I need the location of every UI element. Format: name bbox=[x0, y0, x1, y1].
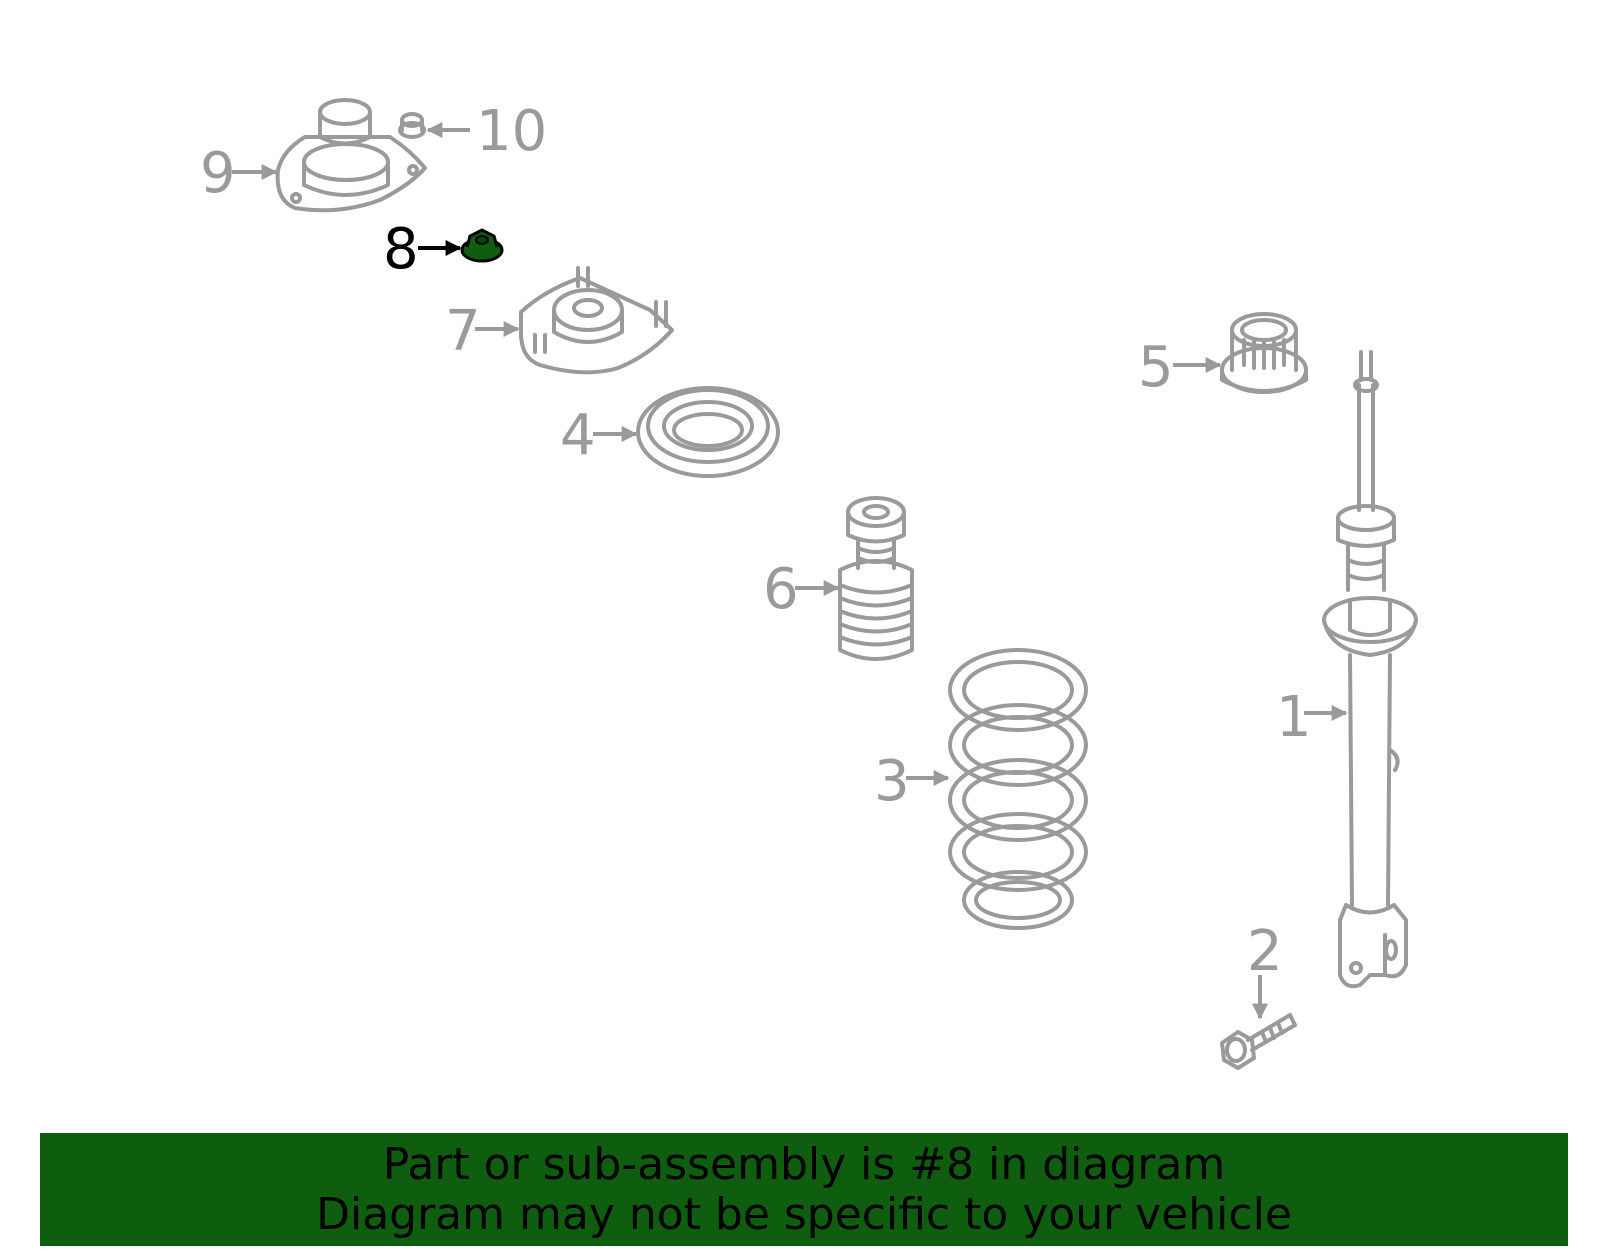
part-10-nut bbox=[398, 112, 426, 139]
callout-5: 5 bbox=[1138, 335, 1174, 400]
callout-9: 9 bbox=[200, 141, 236, 206]
callout-2: 2 bbox=[1247, 919, 1283, 984]
part-1-strut bbox=[1322, 350, 1418, 989]
callout-7: 7 bbox=[445, 299, 481, 364]
part-2-bolt bbox=[1220, 1013, 1297, 1070]
part-4-bearing bbox=[636, 386, 780, 478]
parts-diagram: 9 10 8 7 4 6 3 5 1 2 bbox=[200, 98, 1418, 1070]
part-5-nut bbox=[1220, 312, 1308, 394]
callout-8: 8 bbox=[383, 217, 419, 282]
part-6-bump-stop bbox=[838, 496, 914, 661]
part-7-upper-mount bbox=[518, 266, 674, 375]
callout-labels: 9 10 8 7 4 6 3 5 1 2 bbox=[200, 99, 1312, 984]
part-3-coil-spring bbox=[948, 648, 1088, 930]
callout-4: 4 bbox=[560, 403, 596, 468]
part-9-mount-cover bbox=[275, 98, 427, 213]
callout-10: 10 bbox=[476, 99, 547, 164]
part-8-nut-highlighted bbox=[460, 228, 504, 263]
banner-line-1: Part or sub-assembly is #8 in diagram bbox=[382, 1138, 1226, 1190]
callout-1: 1 bbox=[1276, 685, 1312, 750]
info-banner: Part or sub-assembly is #8 in diagram Di… bbox=[40, 1133, 1568, 1246]
banner-line-2: Diagram may not be specific to your vehi… bbox=[316, 1188, 1292, 1240]
callout-3: 3 bbox=[874, 749, 910, 814]
callout-arrows bbox=[232, 122, 1348, 1020]
callout-6: 6 bbox=[763, 557, 799, 622]
